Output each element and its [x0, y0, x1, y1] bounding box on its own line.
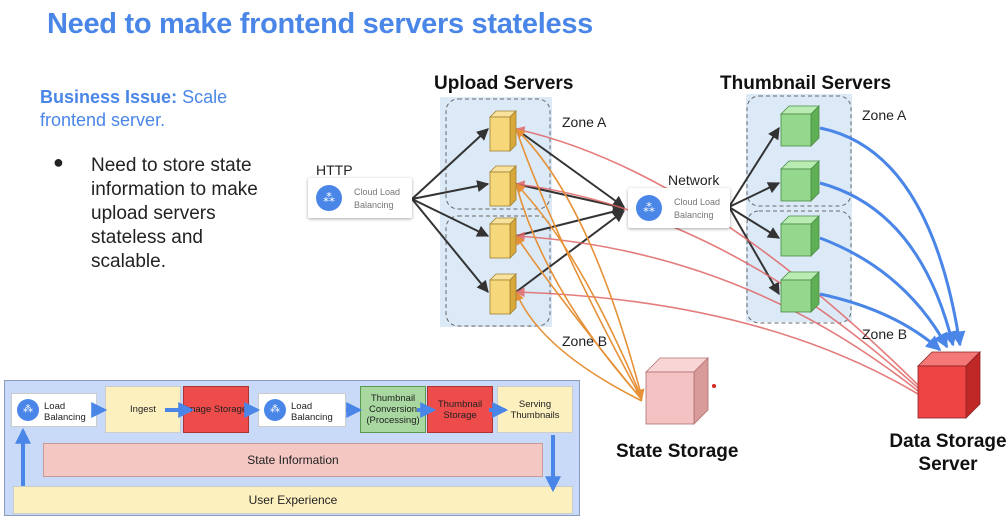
load-balancer-icon: ⁂ [17, 399, 39, 421]
network-label: Network [668, 172, 720, 188]
load-balancer-icon: ⁂ [264, 399, 286, 421]
upload-to-datastorage-lines [515, 126, 919, 395]
thumbnail-servers-header: Thumbnail Servers [720, 73, 892, 94]
thumb-zone-a-label: Zone A [862, 107, 907, 123]
state-storage-label: State Storage [616, 441, 739, 462]
lb1-label: Cloud Load Balancing [354, 187, 401, 210]
red-dot [712, 384, 716, 388]
slide-title: Need to make frontend servers stateless [47, 8, 593, 40]
business-issue-text: Scale frontend server. [40, 87, 228, 130]
lb2-label: Cloud Load Balancing [674, 197, 721, 220]
cloud-load-balancer-2: ⁂ Cloud Load Balancing [628, 188, 730, 228]
pipeline-load-balancing-2: ⁂ Load Balancing [258, 393, 346, 427]
pipeline-arrows [15, 402, 561, 493]
thumb-zone-b-label: Zone B [862, 326, 908, 342]
business-issue: Business Issue: Scale frontend server. [40, 86, 270, 132]
upload-to-statestorage-lines [514, 128, 645, 402]
pipeline-lb1-text: Load Balancing [44, 401, 86, 423]
thumb-server-boxes [780, 105, 820, 313]
business-issue-label: Business Issue: [40, 87, 178, 107]
pipeline-panel: ⁂ Load Balancing Ingest Image Storage ⁂ … [4, 380, 580, 516]
pipeline-user-experience: User Experience [13, 486, 573, 514]
upload-zone-b-label: Zone B [562, 333, 608, 349]
pipeline-lb2-text: Load Balancing [291, 401, 333, 423]
pipeline-thumbnail-storage: Thumbnail Storage [427, 386, 493, 433]
thumb-to-datastorage-arrows [819, 126, 966, 352]
upload-zone-a-label: Zone A [562, 114, 607, 130]
pipeline-state-information: State Information [43, 443, 543, 477]
load-balancer-icon: ⁂ [316, 185, 342, 211]
state-storage-cube [645, 357, 709, 425]
cloud-load-balancer-1: ⁂ Cloud Load Balancing [308, 178, 412, 218]
data-storage-cube [917, 351, 981, 419]
bullet-icon: ● [53, 152, 64, 172]
upload-server-boxes [489, 110, 517, 315]
pipeline-thumbnail-conversion: Thumbnail Conversion (Processing) [360, 386, 426, 433]
load-balancer-icon: ⁂ [636, 195, 662, 221]
data-storage-label: Data Storage Server [889, 431, 1007, 475]
bullet-text: Need to store state information to make … [91, 155, 258, 272]
upload-servers-header: Upload Servers [434, 73, 574, 94]
http-label: HTTP [316, 162, 353, 178]
